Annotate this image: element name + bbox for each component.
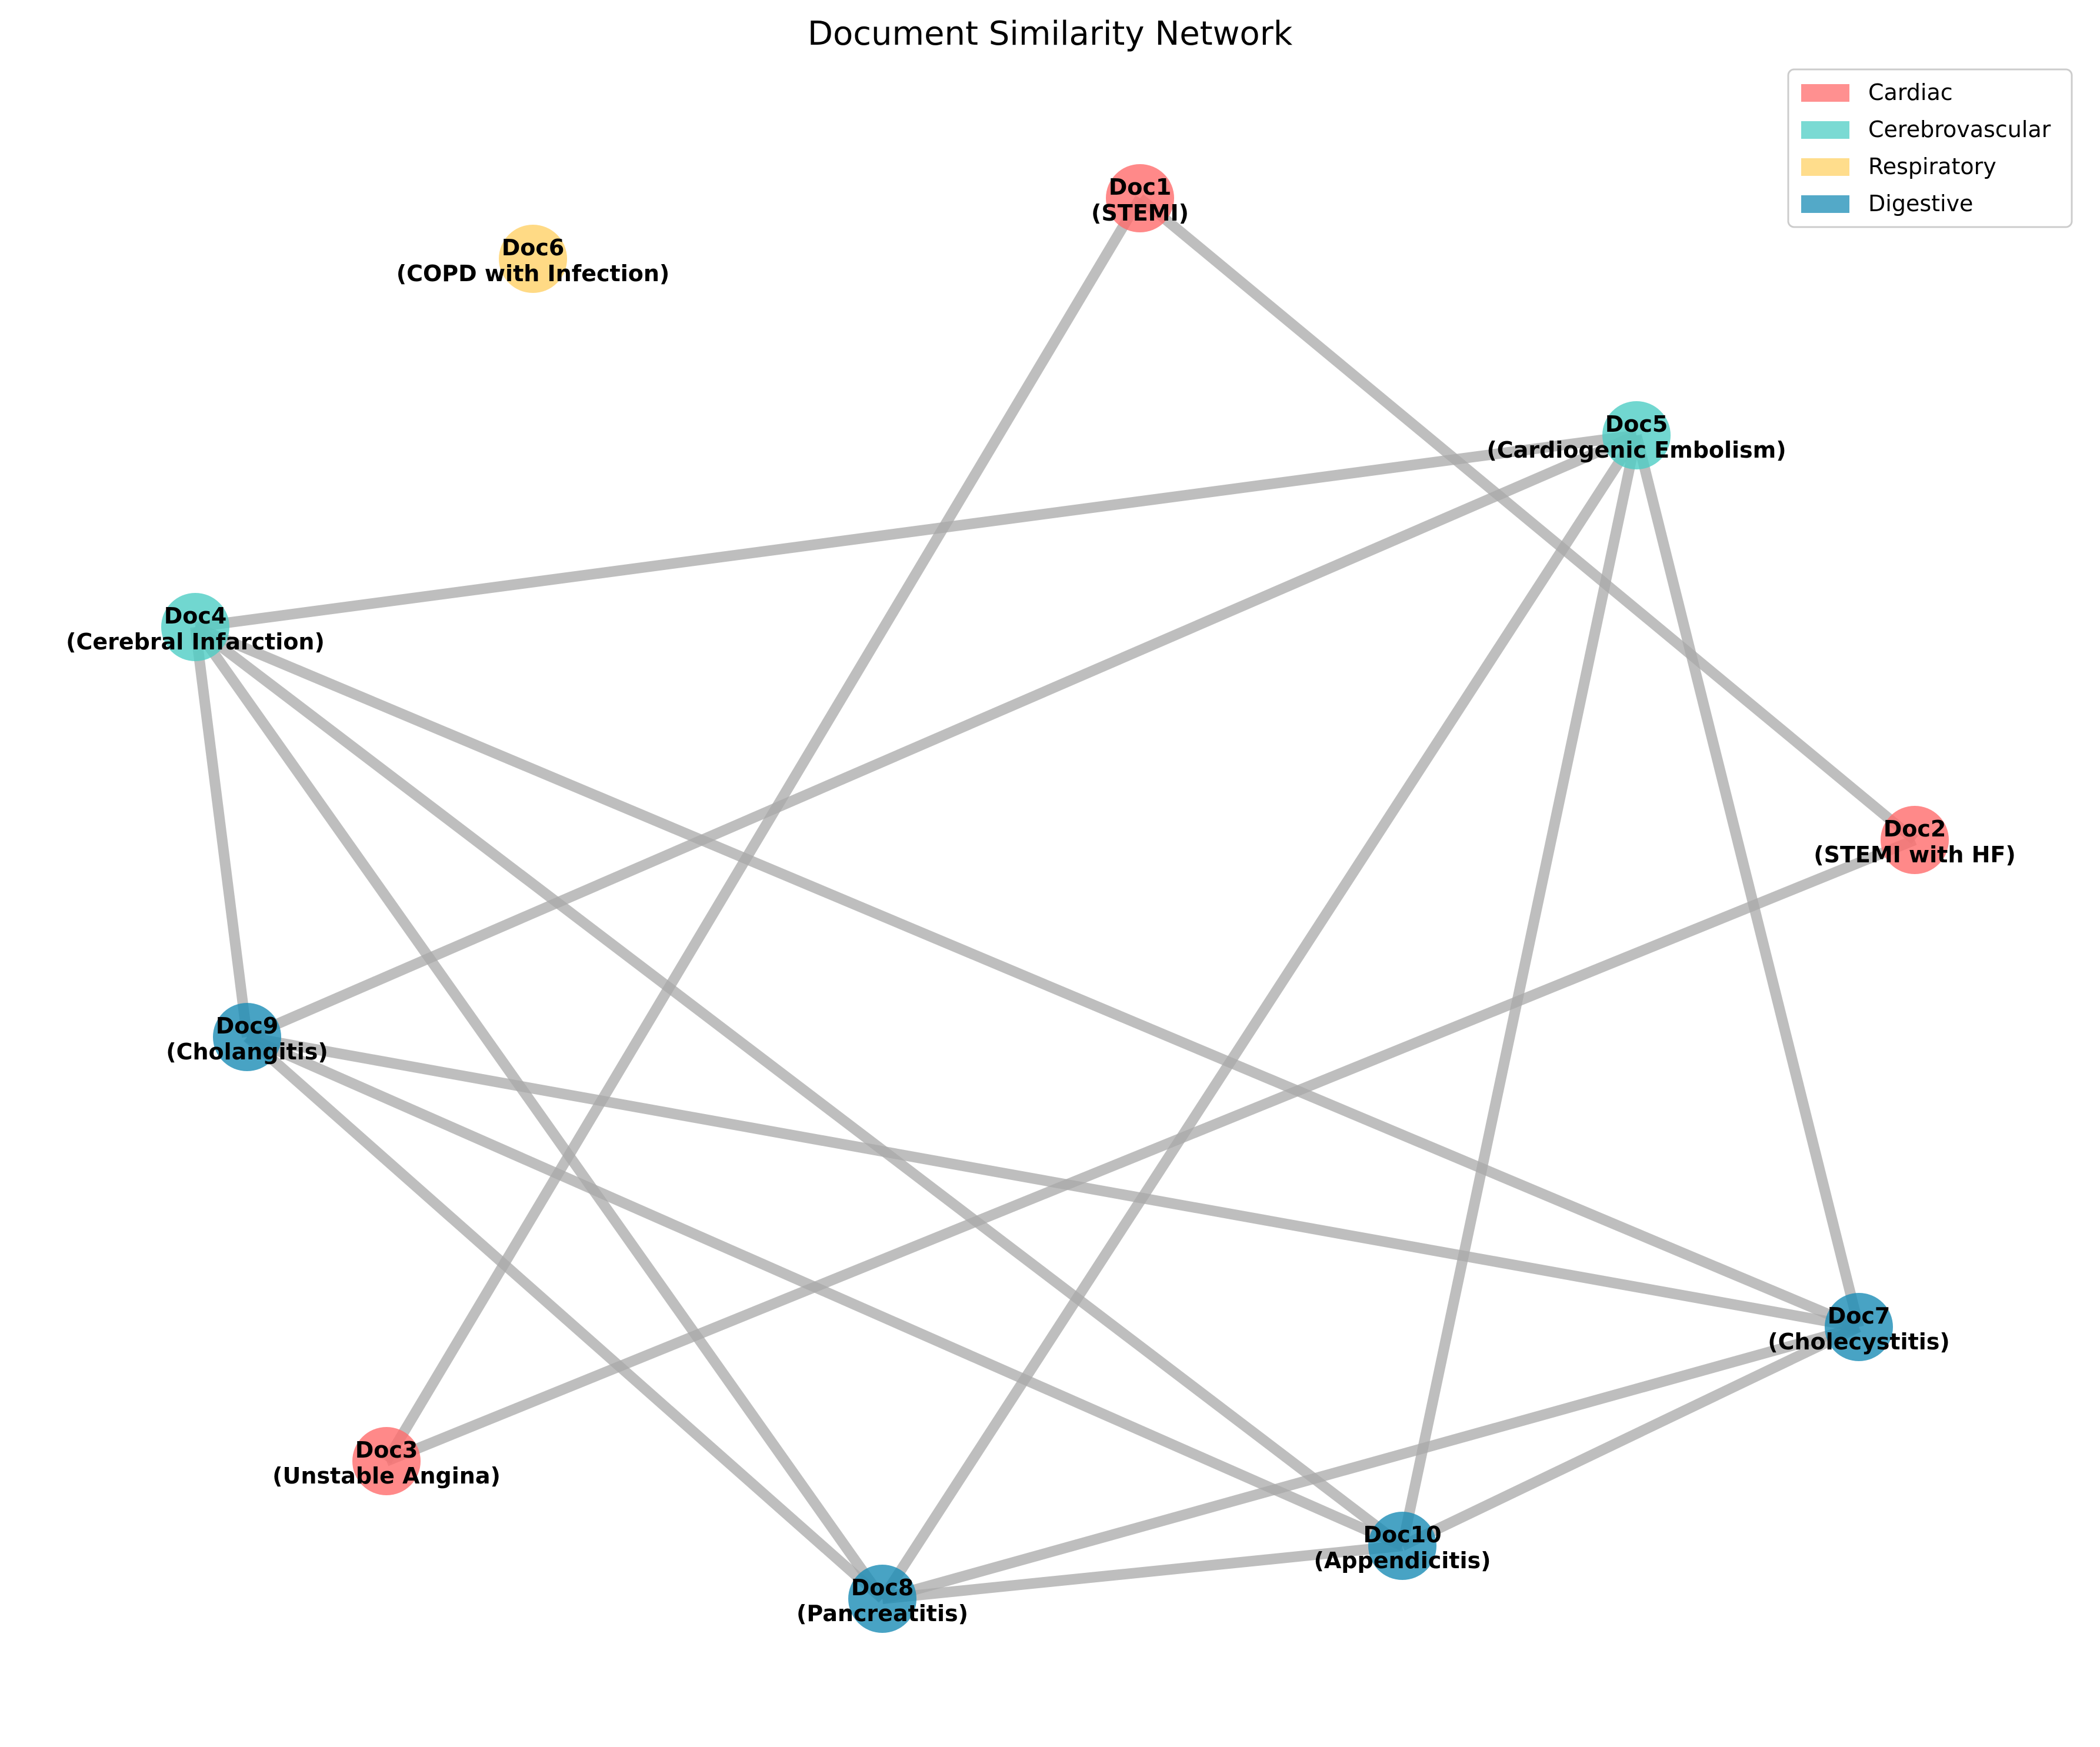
node-subtitle-label: (Cerebral Infarction)	[66, 629, 325, 655]
node-subtitle-label: (STEMI with HF)	[1814, 842, 2016, 868]
legend-swatch-cerebrovascular	[1801, 121, 1849, 139]
edge-doc5-doc9	[245, 430, 1639, 1042]
node-doc2: Doc2(STEMI with HF)	[1814, 806, 2016, 874]
node-subtitle-label: (STEMI)	[1091, 200, 1189, 226]
node-subtitle-label: (Cholangitis)	[166, 1039, 328, 1065]
legend-label-digestive: Digestive	[1868, 191, 1973, 216]
node-id-label: Doc6	[502, 235, 565, 261]
edge-doc8-doc7	[881, 1322, 1861, 1604]
edge-doc5-doc7	[1631, 434, 1864, 1329]
edge-doc9-doc8	[244, 1033, 886, 1603]
node-marker	[1106, 164, 1174, 232]
node-marker	[352, 1427, 421, 1495]
node-id-label: Doc1	[1109, 174, 1172, 200]
node-id-label: Doc3	[355, 1437, 418, 1463]
edge-doc9-doc10	[245, 1032, 1405, 1551]
node-marker	[1602, 401, 1671, 469]
edge-doc4-doc10	[192, 622, 1406, 1551]
node-id-label: Doc4	[164, 603, 227, 629]
node-id-label: Doc9	[216, 1013, 279, 1039]
node-id-label: Doc10	[1363, 1522, 1441, 1548]
node-marker	[161, 593, 229, 661]
edge-doc10-doc7	[1400, 1322, 1861, 1551]
node-subtitle-label: (COPD with Infection)	[396, 261, 670, 286]
node-doc10: Doc10(Appendicitis)	[1314, 1512, 1491, 1580]
node-subtitle-label: (Appendicitis)	[1314, 1548, 1491, 1573]
edge-layer	[190, 194, 1918, 1604]
node-doc8: Doc8(Pancreatitis)	[796, 1565, 968, 1633]
edge-doc4-doc7	[193, 622, 1861, 1332]
legend: CardiacCerebrovascularRespiratoryDigesti…	[1787, 68, 2073, 228]
node-marker	[213, 1003, 281, 1071]
legend-frame	[1787, 68, 2073, 228]
legend-label-cardiac: Cardiac	[1868, 79, 1953, 105]
edge-doc5-doc8	[878, 432, 1641, 1602]
edge-doc4-doc5	[194, 430, 1638, 632]
node-marker	[1881, 806, 1949, 874]
edge-doc4-doc8	[191, 624, 887, 1602]
node-id-label: Doc7	[1828, 1303, 1891, 1329]
node-marker	[1825, 1293, 1893, 1361]
edge-doc9-doc7	[246, 1032, 1860, 1332]
node-id-label: Doc5	[1605, 411, 1668, 437]
node-doc3: Doc3(Unstable Angina)	[272, 1427, 501, 1495]
node-doc1: Doc1(STEMI)	[1091, 164, 1189, 232]
node-subtitle-label: (Pancreatitis)	[796, 1601, 968, 1626]
node-layer: Doc1(STEMI) Doc2(STEMI with HF) Doc3(Unsta…	[66, 164, 2016, 1633]
legend-label-cerebrovascular: Cerebrovascular	[1868, 116, 2051, 142]
node-subtitle-label: (Cholecystitis)	[1768, 1329, 1950, 1355]
node-marker	[848, 1565, 916, 1633]
node-doc4: Doc4(Cerebral Infarction)	[66, 593, 325, 661]
node-subtitle-label: (Unstable Angina)	[272, 1463, 501, 1489]
node-subtitle-label: (Cardiogenic Embolism)	[1486, 437, 1786, 463]
edge-doc4-doc9	[190, 626, 252, 1038]
legend-label-respiratory: Respiratory	[1868, 154, 1996, 179]
legend-swatch-cardiac	[1801, 84, 1849, 102]
node-doc5: Doc5(Cardiogenic Embolism)	[1486, 401, 1786, 469]
node-marker	[499, 225, 567, 293]
node-doc6: Doc6(COPD with Infection)	[396, 225, 670, 293]
node-id-label: Doc2	[1884, 816, 1946, 842]
edge-doc5-doc10	[1397, 434, 1642, 1547]
edge-doc1-doc3	[382, 195, 1145, 1464]
diagram-title: Document Similarity Network	[808, 15, 1293, 53]
edge-doc8-doc10	[882, 1541, 1403, 1604]
node-marker	[1368, 1512, 1436, 1580]
node-doc7: Doc7(Cholecystitis)	[1768, 1293, 1950, 1361]
node-id-label: Doc8	[851, 1575, 914, 1601]
legend-swatch-digestive	[1801, 195, 1849, 213]
legend-swatch-respiratory	[1801, 158, 1849, 176]
edge-doc2-doc3	[384, 835, 1917, 1466]
edge-doc1-doc2	[1136, 194, 1918, 844]
node-doc9: Doc9(Cholangitis)	[166, 1003, 328, 1071]
